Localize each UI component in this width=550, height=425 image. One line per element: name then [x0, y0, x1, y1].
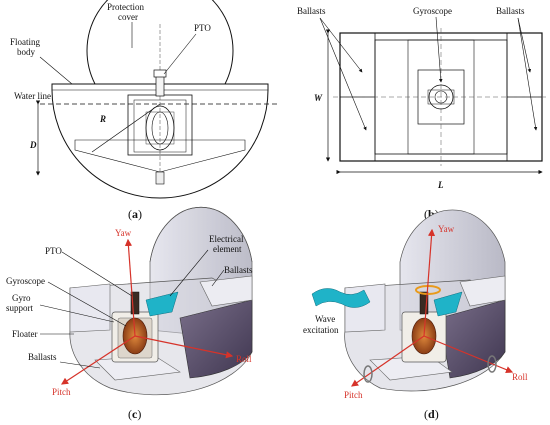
wave-excitation-shape — [311, 288, 371, 308]
label-gyro-support-1: Gyro — [12, 293, 31, 303]
pitch-axis-c — [60, 335, 136, 385]
caption-d: (d) — [424, 407, 439, 421]
label-r: R — [99, 114, 106, 124]
label-gyroscope-c: Gyroscope — [6, 276, 45, 286]
caption-c: (c) — [128, 407, 141, 421]
protection-cover — [86, 0, 234, 85]
bottom-anchor — [155, 171, 165, 185]
label-yaw-c: Yaw — [115, 228, 132, 238]
label-floating-body-1: Floating — [10, 37, 41, 47]
label-pto-a: PTO — [194, 23, 211, 33]
label-floating-body-2: body — [17, 47, 36, 57]
roll-rotation-indicator — [487, 355, 497, 373]
panel-c-isometric: Yaw Electrical element PTO Ballasts Gyro… — [6, 206, 253, 421]
yaw-axis-d — [423, 228, 436, 337]
label-wave-2: excitation — [303, 325, 339, 335]
label-pitch-c: Pitch — [52, 387, 71, 397]
floating-body-hull — [51, 83, 269, 199]
caption-a: (a) — [128, 207, 142, 221]
label-floater-c: Floater — [12, 329, 38, 339]
panel-a-side-view: R D Protection cover PTO Floating body W… — [10, 0, 280, 221]
label-w: W — [314, 93, 323, 103]
label-electrical-1: Electrical — [209, 234, 244, 244]
roll-axis-c — [134, 335, 234, 359]
label-ballasts-top-c: Ballasts — [224, 265, 253, 275]
label-protection-cover-1: Protection — [107, 2, 144, 12]
pto-3d — [130, 291, 140, 315]
label-electrical-2: element — [213, 244, 242, 254]
label-gyro-support-2: support — [6, 303, 33, 313]
label-d: D — [29, 140, 37, 150]
yaw-axis-c — [124, 238, 136, 337]
label-protection-cover-2: cover — [118, 12, 138, 22]
label-wave-1: Wave — [315, 314, 335, 324]
label-pto-c: PTO — [45, 246, 62, 256]
roll-axis-d — [423, 335, 514, 374]
label-water-line: Water line — [14, 91, 51, 101]
panel-b-top-view: W L Ballasts Gyroscope Ballasts (b) — [297, 6, 548, 221]
label-roll-d: Roll — [512, 372, 528, 382]
label-roll-c: Roll — [236, 354, 252, 364]
label-yaw-d: Yaw — [438, 224, 455, 234]
label-ballasts-bottom-c: Ballasts — [28, 352, 57, 362]
electrical-element-3d — [145, 291, 179, 317]
label-ballasts-right: Ballasts — [496, 6, 525, 16]
label-pitch-d: Pitch — [344, 390, 363, 400]
pto-shaft — [155, 75, 165, 97]
label-gyroscope-b: Gyroscope — [413, 6, 452, 16]
panel-d-isometric: Yaw Wave excitation Roll Pitch (d) — [303, 209, 528, 421]
pitch-rotation-indicator — [363, 365, 373, 383]
label-ballasts-left: Ballasts — [297, 6, 326, 16]
label-l: L — [437, 180, 444, 190]
